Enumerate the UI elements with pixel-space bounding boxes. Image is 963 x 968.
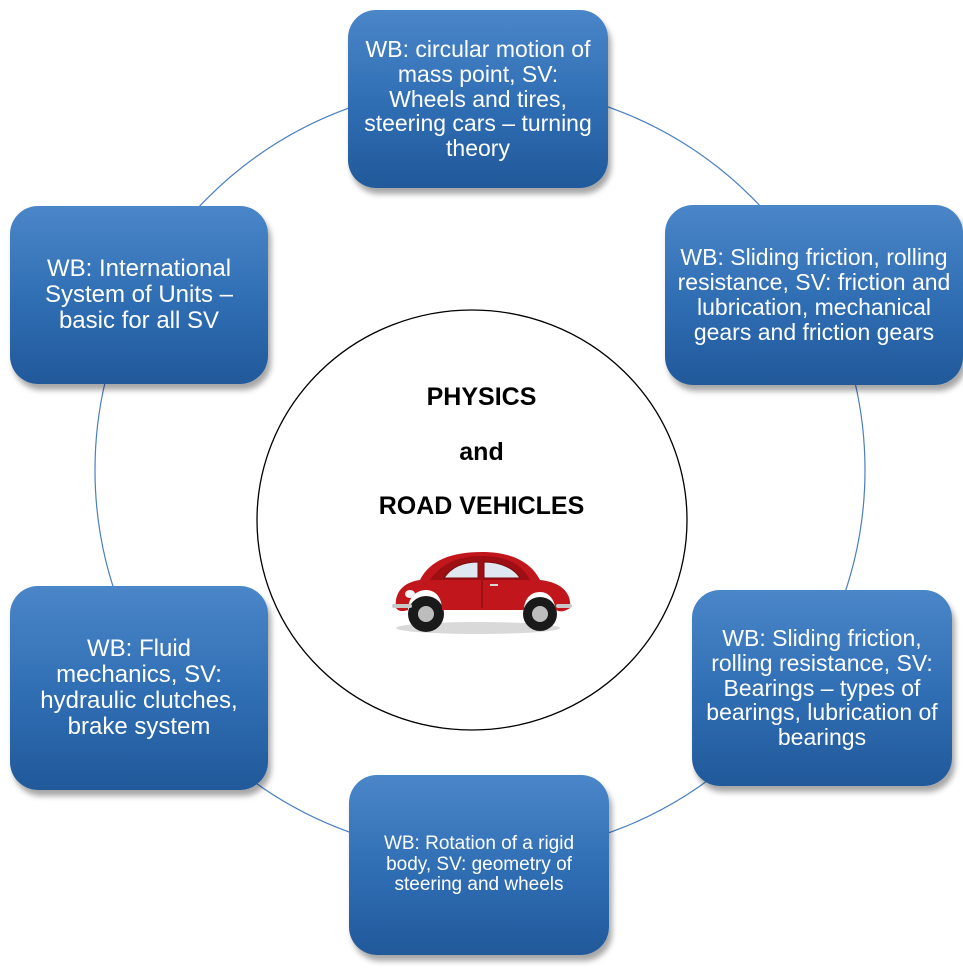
red-car-icon — [392, 552, 572, 634]
node-bottom: WB: Rotation of a rigid body, SV: geomet… — [349, 775, 609, 955]
node-lower-right: WB: Sliding friction, rolling resistance… — [692, 590, 952, 786]
node-bottom-label: WB: Rotation of a rigid body, SV: geomet… — [383, 833, 575, 896]
node-lower-left-label: WB: Fluid mechanics, SV: hydraulic clutc… — [40, 635, 238, 740]
node-top: WB: circular motion of mass point, SV: W… — [348, 10, 608, 188]
node-upper-left-label: WB: International System of Units – basi… — [44, 255, 234, 334]
node-lower-right-label: WB: Sliding friction, rolling resistance… — [706, 624, 938, 751]
node-lower-left: WB: Fluid mechanics, SV: hydraulic clutc… — [10, 586, 268, 790]
node-upper-left: WB: International System of Units – basi… — [10, 206, 268, 384]
center-circle — [256, 309, 688, 731]
node-upper-right: WB: Sliding friction, rolling resistance… — [665, 205, 963, 385]
node-upper-right-label: WB: Sliding friction, rolling resistance… — [677, 244, 951, 345]
node-top-label: WB: circular motion of mass point, SV: W… — [364, 35, 592, 162]
center-title-and: and — [459, 438, 504, 466]
center-title-physics: PHYSICS — [426, 383, 537, 411]
center-title-road-vehicles: ROAD VEHICLES — [378, 492, 585, 520]
